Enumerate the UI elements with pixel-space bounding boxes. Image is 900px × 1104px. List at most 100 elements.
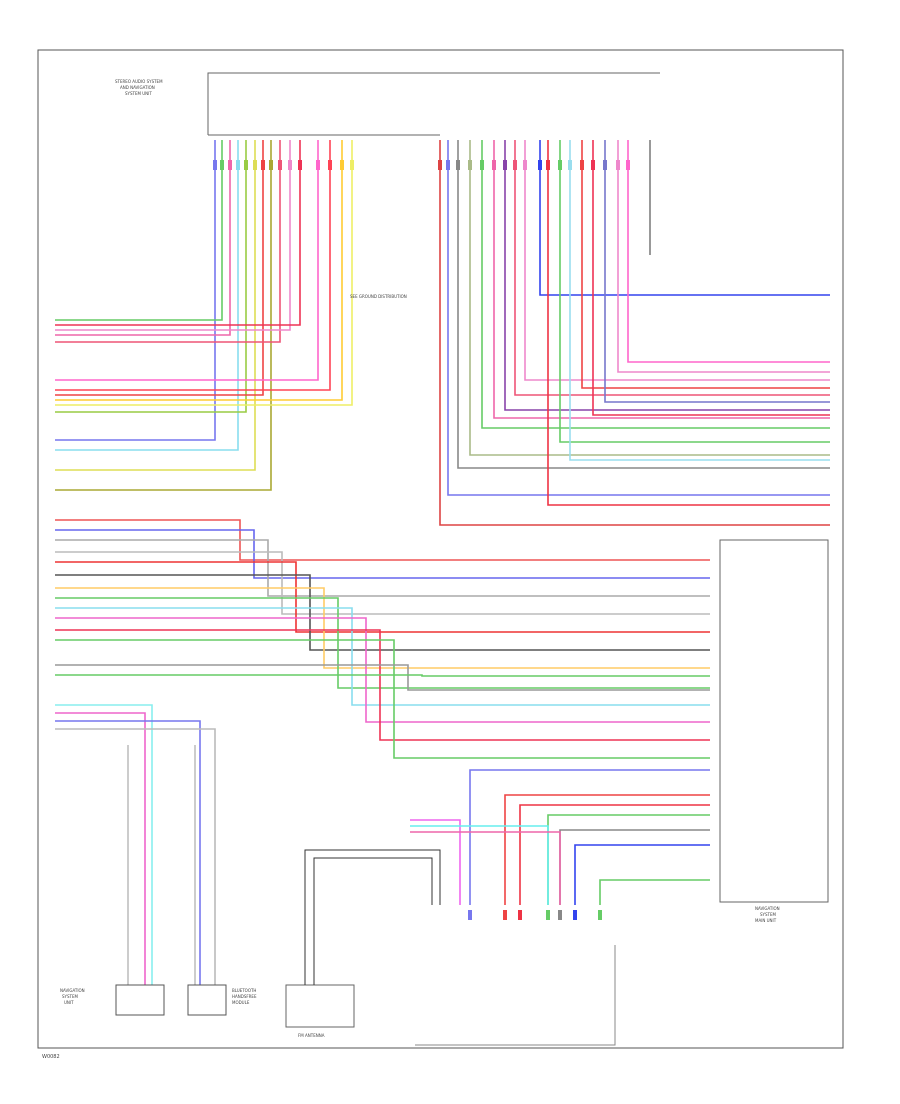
- connector-pin-35: [503, 910, 507, 920]
- wire-group: [55, 140, 830, 985]
- wire-47: [55, 664, 710, 691]
- connector-pin-1: [213, 160, 217, 170]
- wire-56: [55, 704, 153, 985]
- wire-43: [55, 607, 710, 706]
- wire-22: [504, 140, 830, 411]
- wire-37: [55, 539, 710, 597]
- connector-pin-34: [468, 910, 472, 920]
- wire-46: [55, 639, 710, 759]
- connector-pin-8: [269, 160, 273, 170]
- connector-pin-37: [546, 910, 550, 920]
- connector-pin-19: [468, 160, 472, 170]
- nav-unit-line-1: NAVIGATION: [755, 906, 780, 911]
- wire-28: [569, 140, 830, 461]
- connector-pin-39: [573, 910, 577, 920]
- connector-pin-18: [456, 160, 460, 170]
- wire-27: [559, 140, 830, 443]
- wire-9: [55, 140, 281, 343]
- wire-2: [55, 140, 223, 321]
- wire-41: [55, 587, 710, 669]
- wire-64: [410, 831, 561, 905]
- bottom-unit-left: NAVIGATION SYSTEM UNIT: [60, 984, 165, 1016]
- bottom-unit-left-line-3: UNIT: [64, 1000, 74, 1005]
- antenna-unit: FM ANTENNA: [285, 849, 441, 1038]
- wire-6: [55, 140, 256, 471]
- wire-33: [627, 140, 830, 363]
- wire-29: [581, 140, 830, 389]
- wire-52: [547, 814, 710, 905]
- connector-pin-32: [616, 160, 620, 170]
- wire-19: [469, 140, 830, 456]
- connector-pin-33: [626, 160, 630, 170]
- connector-pin-26: [546, 160, 550, 170]
- header-unit-line-3: SYSTEM UNIT: [125, 91, 152, 96]
- connector-pin-14: [340, 160, 344, 170]
- nav-unit-line-2: SYSTEM: [760, 912, 776, 917]
- wire-48: [55, 674, 710, 677]
- header-unit-line-2: AND NAVIGATION: [120, 85, 155, 90]
- wire-23: [514, 140, 830, 396]
- wire-16: [439, 140, 830, 526]
- connector-pin-25: [538, 160, 542, 170]
- wire-4: [55, 140, 239, 451]
- connector-pin-22: [503, 160, 507, 170]
- wire-57: [55, 712, 146, 985]
- nav-unit: NAVIGATION SYSTEM MAIN UNIT: [719, 539, 829, 923]
- connector-pin-16: [438, 160, 442, 170]
- wire-39: [55, 561, 710, 633]
- connector-pin-6: [253, 160, 257, 170]
- wire-42: [55, 597, 710, 689]
- header-unit: STEREO AUDIO SYSTEM AND NAVIGATION SYSTE…: [115, 72, 660, 136]
- connector-pin-28: [568, 160, 572, 170]
- wire-50: [504, 794, 710, 905]
- wire-54: [574, 844, 710, 905]
- wire-11: [55, 140, 301, 326]
- diagram-border: [37, 49, 844, 1049]
- bottom-unit-right-line-2: HANDSFREE: [232, 994, 257, 999]
- bottom-unit-right-line-1: BLUETOOTH: [232, 988, 256, 993]
- wire-38: [55, 551, 710, 615]
- connector-pin-10: [288, 160, 292, 170]
- connector-pin-17: [446, 160, 450, 170]
- wire-24: [524, 140, 830, 381]
- bottom-unit-right: BLUETOOTH HANDSFREE MODULE: [187, 984, 257, 1016]
- bottom-module-outline: [415, 945, 616, 1046]
- connector-pin-38: [558, 910, 562, 920]
- connector-pin-23: [513, 160, 517, 170]
- connector-pin-29: [580, 160, 584, 170]
- connector-pin-30: [591, 160, 595, 170]
- wire-21: [493, 140, 830, 419]
- splice-note: SEE GROUND DISTRIBUTION: [350, 294, 407, 299]
- wire-51: [519, 804, 710, 905]
- wire-63: [410, 825, 549, 905]
- wire-30: [592, 140, 830, 416]
- wire-25: [539, 140, 830, 296]
- wire-62: [410, 819, 461, 905]
- connector-pin-4: [236, 160, 240, 170]
- connector-pin-7: [261, 160, 265, 170]
- wire-49: [469, 769, 710, 905]
- wire-31: [604, 140, 830, 403]
- connector-pin-15: [350, 160, 354, 170]
- connector-pin-21: [492, 160, 496, 170]
- wire-14: [55, 140, 343, 401]
- bottom-unit-right-line-3: MODULE: [232, 1000, 250, 1005]
- bottom-unit-left-line-1: NAVIGATION: [60, 988, 85, 993]
- wire-26: [547, 140, 830, 506]
- connector-pin-27: [558, 160, 562, 170]
- pin-group: [213, 160, 630, 920]
- wire-10: [55, 140, 291, 331]
- bottom-unit-left-line-2: SYSTEM: [62, 994, 78, 999]
- wire-36: [55, 529, 710, 579]
- connector-pin-40: [598, 910, 602, 920]
- wire-13: [55, 140, 331, 391]
- connector-pin-2: [220, 160, 224, 170]
- wire-45: [55, 629, 710, 741]
- wire-5: [55, 140, 247, 413]
- connector-pin-13: [328, 160, 332, 170]
- wire-44: [55, 617, 710, 723]
- wire-3: [55, 140, 231, 336]
- wire-59: [55, 728, 216, 985]
- wire-18: [457, 140, 830, 469]
